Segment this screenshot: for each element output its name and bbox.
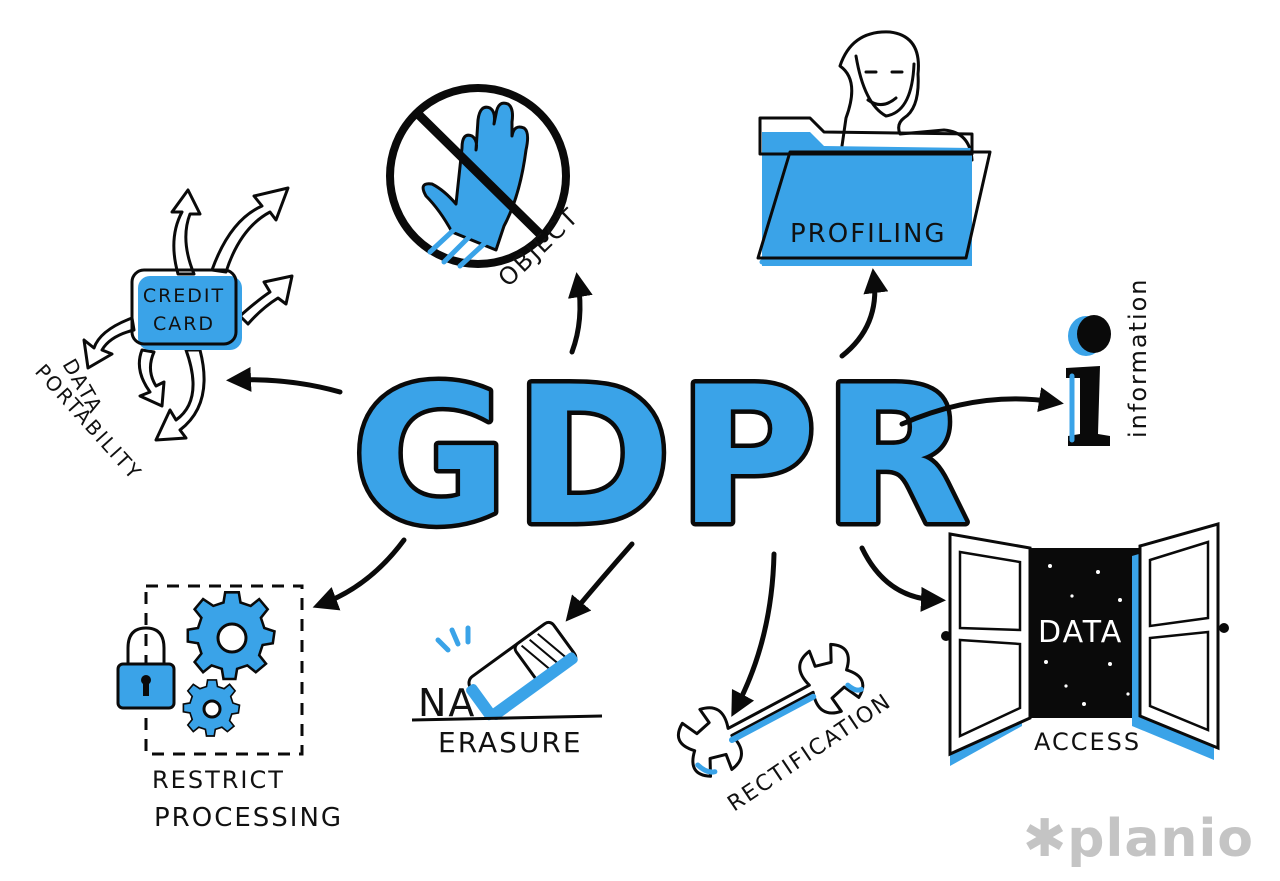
data-portability-node: CREDIT CARD DATA PORTABILITY xyxy=(30,186,294,485)
erase-motion-lines xyxy=(435,625,471,653)
arrow-to-information xyxy=(899,387,1064,427)
rectification-label: RECTIFICATION xyxy=(723,689,896,817)
information-label: information xyxy=(1124,277,1152,438)
credit-card-line2: CARD xyxy=(153,313,215,335)
gdpr-title: GDPR xyxy=(352,346,975,567)
prohibition-slash xyxy=(413,109,549,243)
person-icon xyxy=(838,30,974,162)
folder-back xyxy=(758,116,974,156)
door-data-text: DATA xyxy=(1038,615,1123,650)
arrow-to-rectification xyxy=(731,551,777,717)
left-door-hinge xyxy=(941,631,951,641)
rectification-node: RECTIFICATION xyxy=(676,642,897,817)
large-gear-icon xyxy=(186,591,276,681)
folder-icon xyxy=(756,150,992,260)
asterisk-logo-icon: ✱ xyxy=(1022,809,1068,869)
eraser-icon xyxy=(466,620,578,721)
erasure-label: ERASURE xyxy=(438,726,583,759)
left-door-panels xyxy=(958,550,1022,738)
access-label: ACCESS xyxy=(1034,728,1141,756)
restrict-processing-label-line2: PROCESSING xyxy=(154,803,343,833)
arrow-to-profiling xyxy=(839,268,889,359)
erase-baseline xyxy=(411,714,603,722)
arrow-to-restrict-processing xyxy=(312,537,407,611)
padlock-icon xyxy=(116,626,176,710)
doorway-interior xyxy=(1030,548,1140,718)
info-icon xyxy=(1066,366,1110,446)
connector-arrows xyxy=(226,268,1064,717)
arrow-to-access xyxy=(859,545,946,612)
object-node: OBJECT xyxy=(386,84,585,292)
arrow-to-erasure xyxy=(565,541,635,622)
profiling-label: PROFILING xyxy=(790,219,947,249)
left-door-icon xyxy=(948,532,1032,757)
restrict-processing-node: RESTRICT PROCESSING xyxy=(116,584,343,833)
information-node: information xyxy=(1066,277,1152,446)
credit-card-icon xyxy=(130,268,238,346)
right-door-hinge xyxy=(1219,623,1229,633)
credit-card-shadow xyxy=(138,276,242,350)
gdpr-title-group: GDPR xyxy=(348,342,975,572)
erasure-node: NA ERASURE xyxy=(411,620,603,759)
access-node: DATA ACCESS xyxy=(941,522,1229,766)
profiling-node: PROFILING xyxy=(756,30,992,266)
planio-watermark: ✱planio xyxy=(1023,813,1254,865)
arrow-to-object xyxy=(567,272,593,355)
info-dot xyxy=(1077,315,1111,353)
wrench-icon xyxy=(676,642,865,778)
right-door-panels xyxy=(1148,540,1210,732)
folder-shadow xyxy=(762,132,972,266)
hand-motion-lines xyxy=(427,223,489,269)
brand-name: planio xyxy=(1067,809,1254,869)
restricted-area-box xyxy=(144,584,304,756)
credit-card-line1: CREDIT xyxy=(143,285,225,307)
arrow-to-data-portability xyxy=(226,366,343,395)
restrict-processing-label-line1: RESTRICT xyxy=(152,766,285,794)
stars xyxy=(1044,564,1130,706)
small-gear-icon xyxy=(182,679,241,737)
card-outgoing-arrows xyxy=(82,186,294,442)
